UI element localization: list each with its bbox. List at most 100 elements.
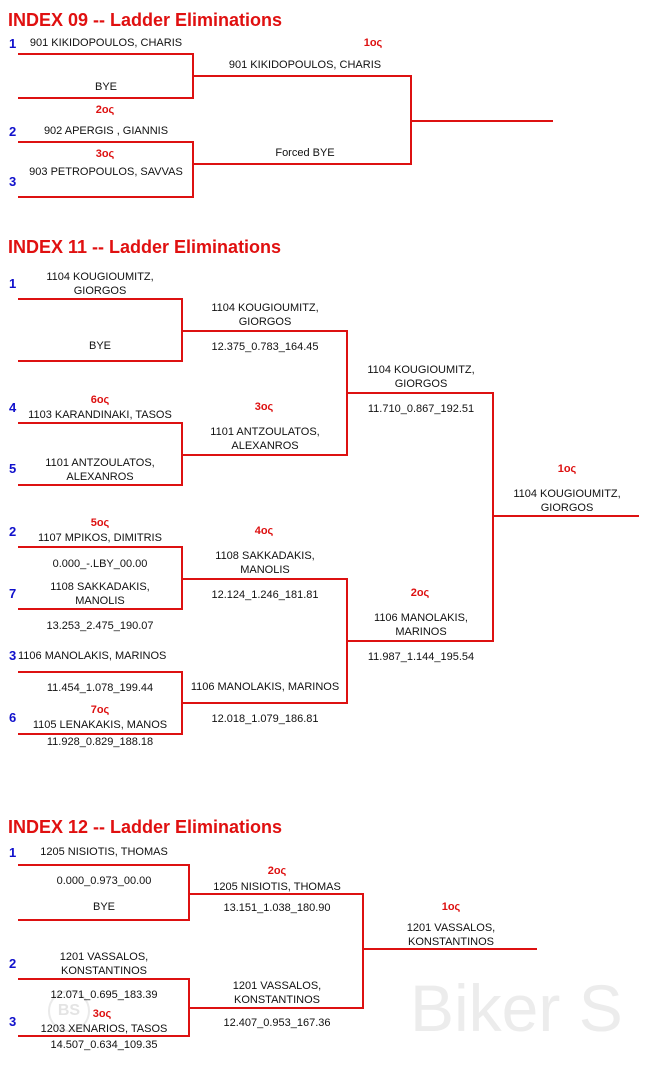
seed-number: 5 [9,461,17,476]
bracket-title: INDEX 11 -- Ladder Eliminations [8,237,282,257]
place-label: 2ος [95,104,115,116]
round2-time: 12.124_1.246_181.81 [211,589,319,601]
seed-number: 2 [9,956,17,971]
bracket-line [181,330,348,332]
bracket-line [362,893,364,1009]
bracket-line [18,141,194,143]
place-label: 2ος [410,587,430,599]
round3-name: MARINOS [395,626,447,638]
round2-name: KONSTANTINOS [234,994,320,1006]
place-label: 4ος [254,525,274,537]
bracket-line [492,392,494,642]
entrant-name: BYE [92,901,115,913]
bracket-line [181,702,348,704]
round2-time: 12.375_0.783_164.45 [211,341,319,353]
place-label: 5ος [90,517,110,529]
place-label: 1ος [441,901,461,913]
bracket-line [18,484,182,486]
round3-name: GIORGOS [394,378,448,390]
round2-name: ALEXANROS [231,440,299,452]
seed-number: 6 [9,710,17,725]
round2-name: MANOLIS [240,564,290,576]
bracket-line [362,948,537,950]
bracket-line [181,454,348,456]
bracket-line [181,578,348,580]
place-label: 6ος [90,394,110,406]
place-label: 7ος [90,704,110,716]
bracket-line [18,671,182,673]
bracket-line [410,120,553,122]
entrant-name: 1107 MPIKOS, DIMITRIS [38,532,162,544]
seed-number: 3 [9,174,17,189]
watermark-logo: BS [48,990,90,1032]
entrant-name: 1205 NISIOTIS, THOMAS [40,846,168,858]
bracket-line [192,163,412,165]
round2-name: GIORGOS [238,316,292,328]
entrant-name: GIORGOS [73,285,127,297]
entrant-name: 1203 XENARIOS, TASOS [40,1023,168,1035]
entrant-name: 901 KIKIDOPOULOS, CHARIS [29,37,183,49]
place-label: 1ος [557,463,577,475]
entrant-name: BYE [88,340,111,352]
bracket-line [18,196,194,198]
round2-name: 1106 MANOLAKIS, MARINOS [190,681,340,693]
entrant-time: 13.253_2.475_190.07 [46,620,154,632]
place-label: 2ος [267,865,287,877]
round3-time: 11.987_1.144_195.54 [367,651,475,663]
place-label: 3ος [254,401,274,413]
bracket-line [18,422,182,424]
round2-name: 1201 VASSALOS, [232,980,322,992]
bracket-line [18,733,182,735]
winner-name: 1201 VASSALOS, [406,922,496,934]
winner-name: 1104 KOUGIOUMITZ, [513,488,621,500]
bracket-line [18,298,182,300]
entrant-name: 903 PETROPOULOS, SAVVAS [29,166,183,178]
entrant-name: 1101 ANTZOULATOS, [45,457,155,469]
seed-number: 1 [9,845,17,860]
entrant-name: 1104 KOUGIOUMITZ, [46,271,154,283]
round2-name: Forced BYE [275,147,335,159]
round2-name: 1108 SAKKADAKIS, [215,550,315,562]
place-label: 1ος [363,37,383,49]
round2-name: 1205 NISIOTIS, THOMAS [213,881,341,893]
entrant-name: KONSTANTINOS [61,965,147,977]
seed-number: 2 [9,524,17,539]
watermark-text: Biker S [410,971,623,1045]
bracket-line [18,546,182,548]
entrant-name: ALEXANROS [66,471,134,483]
bracket-line [188,893,364,895]
entrant-name: 1108 SAKKADAKIS, [50,581,150,593]
entrant-name: 1103 KARANDINAKI, TASOS [28,409,172,421]
bracket-title: INDEX 12 -- Ladder Eliminations [8,817,283,837]
entrant-name: BYE [94,81,117,93]
bracket-line [346,392,494,394]
bracket-line [188,1007,364,1009]
bracket-line [18,97,194,99]
round2-time: 12.407_0.953_167.36 [223,1017,331,1029]
winner-name: GIORGOS [540,502,594,514]
round2-name: 1101 ANTZOULATOS, [210,426,320,438]
bracket-line [492,515,639,517]
bracket-title: INDEX 09 -- Ladder Eliminations [8,10,283,30]
entrant-name: MANOLIS [75,595,125,607]
entrant-name: 1106 MANOLAKIS, MARINOS [18,650,167,662]
round3-name: 1104 KOUGIOUMITZ, [367,364,475,376]
bracket-line [192,75,412,77]
bracket-line [18,864,190,866]
bracket-line [18,919,190,921]
entrant-time: 12.071_0.695_183.39 [50,989,158,1001]
entrant-name: 1201 VASSALOS, [59,951,149,963]
bracket-line [18,53,194,55]
place-label: 3ος [95,148,115,160]
seed-number: 3 [9,1014,17,1029]
bracket-line [188,864,190,921]
seed-number: 1 [9,276,17,291]
round2-name: 1104 KOUGIOUMITZ, [211,302,319,314]
seed-number: 4 [9,400,17,415]
bracket-line [18,978,190,980]
round3-name: 1106 MANOLAKIS, [374,612,468,624]
seed-number: 1 [9,36,17,51]
bracket-line [18,1035,190,1037]
round2-time: 12.018_1.079_186.81 [211,713,319,725]
winner-name: KONSTANTINOS [408,936,494,948]
